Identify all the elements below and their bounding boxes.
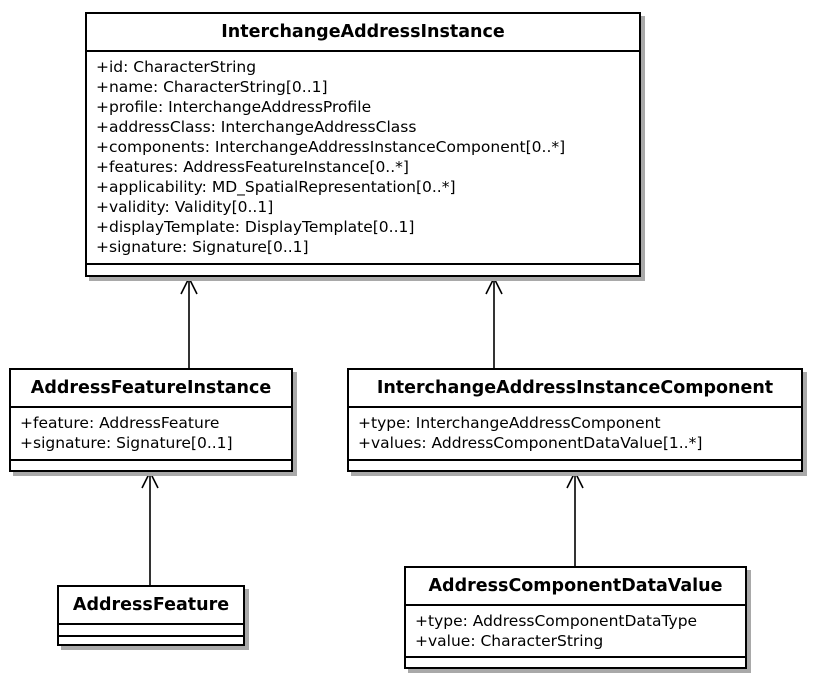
class-name: InterchangeAddressInstanceComponent [349,370,801,408]
operation-compartment [349,459,801,470]
class-name: InterchangeAddressInstance [87,14,639,52]
attribute: +validity: Validity[0..1] [96,198,274,216]
attribute: +profile: InterchangeAddressProfile [96,98,372,116]
class-interchange-address-instance[interactable]: InterchangeAddressInstance +id: Characte… [85,12,641,277]
operation-compartment [59,635,243,644]
attribute: +addressClass: InterchangeAddressClass [96,118,417,136]
attribute: +type: InterchangeAddressComponent [358,414,661,432]
attribute: +feature: AddressFeature [20,414,220,432]
association-arrow-feature-instance-to-instance [180,276,198,368]
operation-compartment [406,656,745,667]
attribute: +applicability: MD_SpatialRepresentation… [96,178,456,196]
association-arrow-component-to-instance [485,276,503,368]
attribute: +displayTemplate: DisplayTemplate[0..1] [96,218,415,236]
class-interchange-address-instance-component[interactable]: InterchangeAddressInstanceComponent +typ… [347,368,803,472]
association-arrow-datavalue-to-component [566,470,584,566]
attribute: +values: AddressComponentDataValue[1..*] [358,434,703,452]
attribute: +components: InterchangeAddressInstanceC… [96,138,566,156]
attribute-list [59,625,243,635]
class-name: AddressComponentDataValue [406,568,745,606]
attribute: +name: CharacterString[0..1] [96,78,328,96]
attribute: +type: AddressComponentDataType [415,612,698,630]
attribute: +signature: Signature[0..1] [96,238,309,256]
class-address-feature[interactable]: AddressFeature [57,585,245,646]
class-address-feature-instance[interactable]: AddressFeatureInstance +feature: Address… [9,368,293,472]
attribute: +value: CharacterString [415,632,604,650]
attribute: +features: AddressFeatureInstance[0..*] [96,158,409,176]
attribute-list: +feature: AddressFeature +signature: Sig… [11,408,291,459]
attribute: +signature: Signature[0..1] [20,434,233,452]
attribute-list: +type: AddressComponentDataType +value: … [406,606,745,656]
operation-compartment [87,263,639,275]
class-address-component-data-value[interactable]: AddressComponentDataValue +type: Address… [404,566,747,669]
attribute: +id: CharacterString [96,58,257,76]
association-arrow-feature-to-feature-instance [141,470,159,585]
operation-compartment [11,459,291,470]
attribute-list: +type: InterchangeAddressComponent +valu… [349,408,801,459]
class-name: AddressFeature [59,587,243,625]
class-name: AddressFeatureInstance [11,370,291,408]
attribute-list: +id: CharacterString +name: CharacterStr… [87,52,639,263]
